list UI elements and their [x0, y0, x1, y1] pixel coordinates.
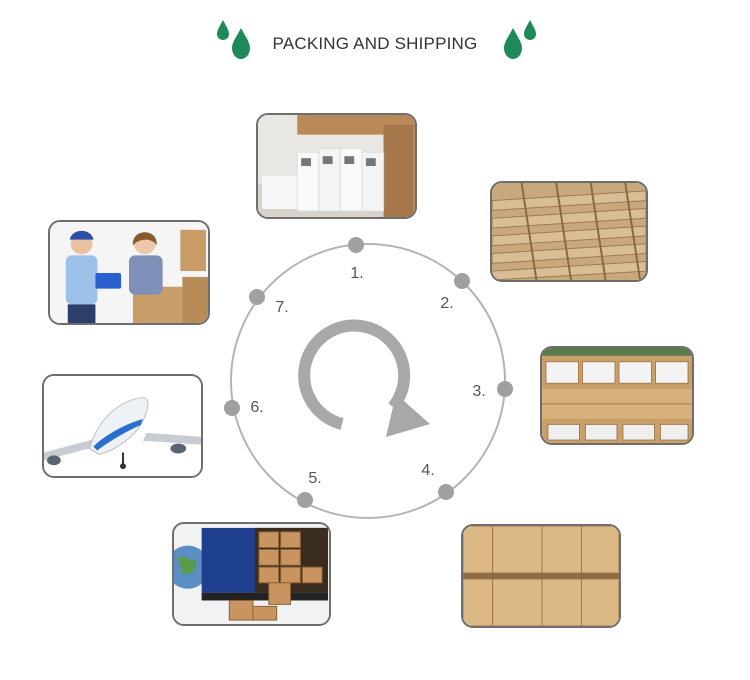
step-label-1: 1. [350, 265, 364, 282]
water-drops-icon [217, 20, 250, 59]
step-label-7: 7. [275, 299, 289, 316]
cycle-arrow-icon [298, 319, 430, 437]
photo-shipping-agents [48, 220, 210, 325]
photo-cargo-airplane [42, 374, 203, 478]
step-label-3: 3. [472, 383, 486, 400]
water-drops-icon [504, 20, 536, 59]
step-label-6: 6. [250, 399, 264, 416]
photo-packed-product-boxes [256, 113, 417, 219]
photo-delivery-truck [172, 522, 331, 626]
page-header: PACKING AND SHIPPING [0, 14, 750, 68]
cycle-node-2 [454, 273, 470, 289]
page-title: PACKING AND SHIPPING [272, 34, 478, 53]
cycle-node-7 [249, 289, 265, 305]
step-label-4: 4. [421, 462, 435, 479]
photo-stacked-cartons [461, 524, 621, 628]
step-label-2: 2. [440, 295, 454, 312]
cycle-node-5 [297, 492, 313, 508]
cycle-node-6 [224, 400, 240, 416]
cycle-node-4 [438, 484, 454, 500]
photo-carton-dividers [490, 181, 648, 282]
photo-packed-cartons [540, 346, 694, 445]
cycle-node-3 [497, 381, 513, 397]
step-label-5: 5. [308, 470, 322, 487]
cycle-node-1 [348, 237, 364, 253]
